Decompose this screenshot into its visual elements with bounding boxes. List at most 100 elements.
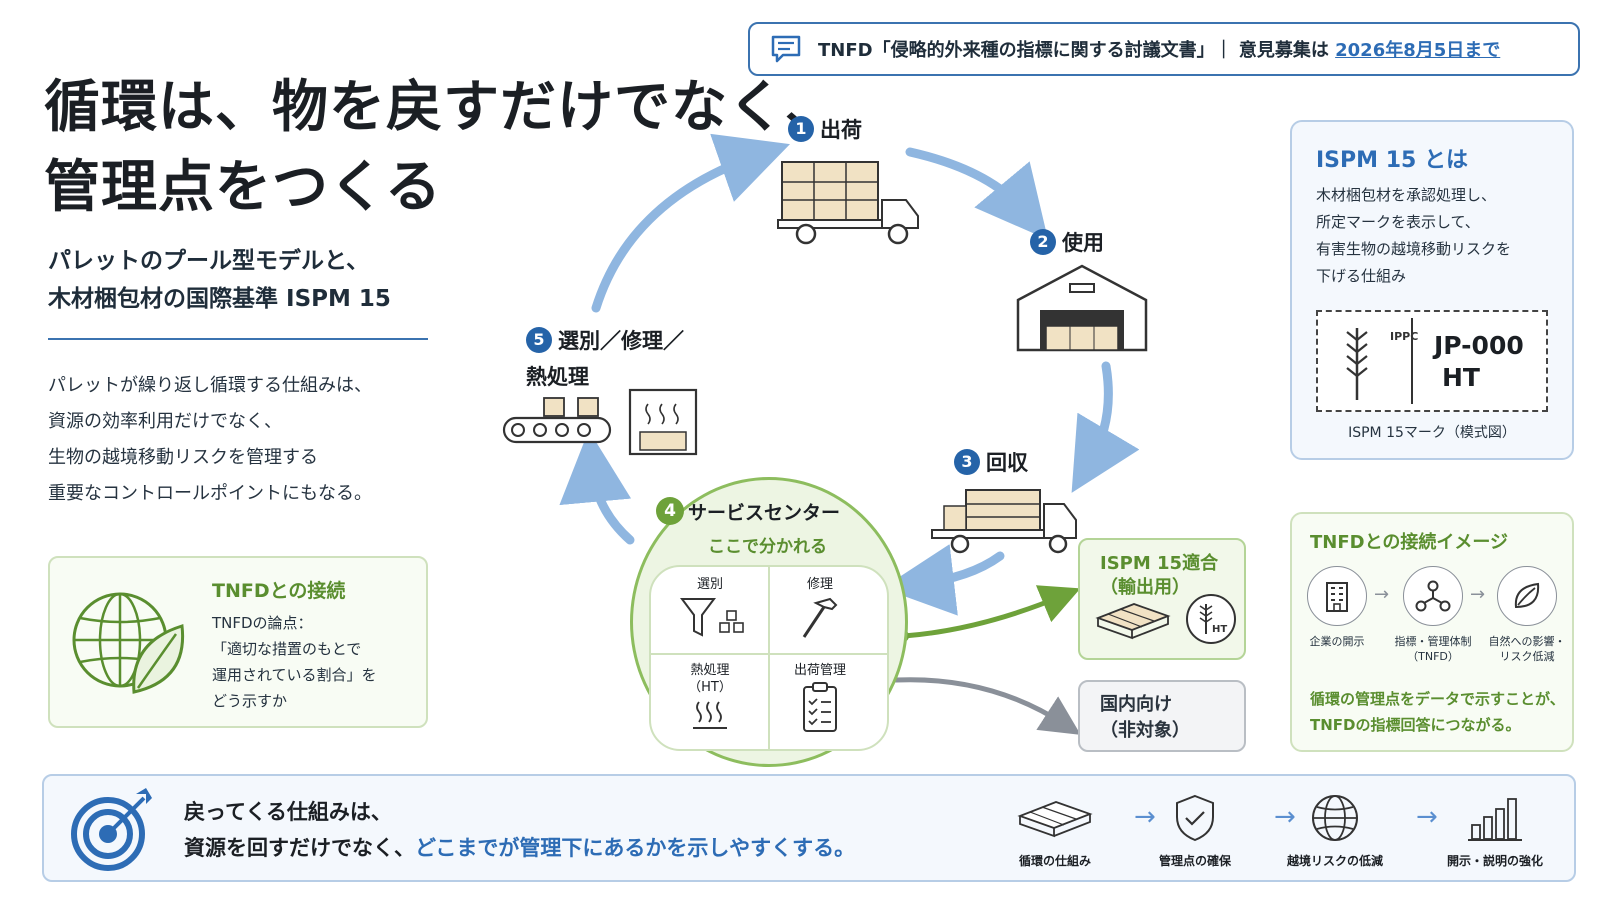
collection-truck-icon [931, 489, 1077, 554]
banner-arrow: → [1416, 802, 1438, 832]
mark-caption: ISPM 15マーク（模式図） [1348, 425, 1516, 441]
leaf-icon [1514, 582, 1540, 609]
banner-item-risk-reduction: 越境リスクの低減 [1270, 792, 1400, 869]
subtitle: パレットのプール型モデルと、 木材梱包材の国際基準 ISPM 15 [48, 242, 391, 318]
banner-item-label: 開示・説明の強化 [1446, 854, 1543, 868]
wheat-icon [1346, 328, 1368, 400]
target-icon [71, 788, 152, 871]
domestic-output-box: 国内向け （非対象） [1078, 680, 1246, 752]
export-output-box: ISPM 15適合 （輸出用） HT [1078, 538, 1246, 660]
step-label: 選別／修理／ [558, 329, 684, 353]
conveyor-icon [502, 397, 612, 444]
step-number: 4 [656, 497, 684, 525]
globe-leaf-icon [72, 592, 185, 694]
flow-item-nature: 自然への影響・ リスク低減 [1482, 566, 1572, 664]
cell-label: 修理 [806, 577, 833, 592]
ispm15-heading: ISPM 15 とは [1316, 148, 1468, 173]
tnfd-image-panel: TNFDとの接続イメージ 企業の開示 → 指標・管理体制 （TNFD） → 自然… [1290, 512, 1574, 752]
arrow-center-to-export [901, 585, 1081, 639]
banner-item-control-point: 管理点の確保 [1130, 792, 1260, 869]
tnfd-connection-heading: TNFDとの接続 [212, 580, 346, 602]
flow-arrow: → [1374, 584, 1390, 605]
banner-line1: 戻ってくる仕組みは、 [184, 800, 392, 824]
arrow-collect-to-center [882, 544, 1005, 616]
domestic-label-line1: 国内向け [1100, 694, 1172, 715]
cell-label: 出荷管理 [793, 663, 846, 678]
banner-item-label: 循環の仕組み [1018, 854, 1091, 868]
tnfd-image-note: 循環の管理点をデータで示すことが、 TNFDの指標回答につながる。 [1310, 686, 1565, 738]
flow-item-metrics: 指標・管理体制 （TNFD） [1388, 566, 1478, 664]
notice-deadline-link[interactable]: 2026年8月5日まで [1335, 40, 1501, 61]
truck-icon [777, 161, 919, 245]
step-label: サービスセンター [688, 501, 841, 524]
step-number: 5 [526, 327, 552, 353]
tnfd-connection-box: TNFDとの接続 TNFDの論点： 「適切な措置のもとで 運用されている割合」を… [48, 556, 428, 728]
banner-arrow: → [1274, 802, 1296, 832]
headline-line1: 循環は、物を戻すだけでなく、 [44, 75, 842, 140]
step-number: 1 [788, 116, 814, 142]
arrow-use-to-collect [1071, 361, 1140, 493]
hammer-icon [802, 597, 838, 638]
svg-text:HT: HT [1212, 624, 1227, 635]
tnfd-image-heading: TNFDとの接続イメージ [1310, 532, 1509, 553]
mark-code-line2: HT [1442, 363, 1480, 392]
ispm15-line: 木材梱包材を承認処理し、 [1316, 186, 1497, 204]
tnfd-connection-line: TNFDの論点： [212, 614, 313, 632]
headline-line2: 管理点をつくる [44, 155, 442, 220]
bar-chart-icon [1468, 798, 1522, 841]
domestic-label-line2: （非対象） [1100, 720, 1190, 741]
export-label-line1: ISPM 15適合 [1100, 553, 1219, 574]
step-number: 2 [1030, 229, 1056, 255]
tnfd-connection-line: どう示すか [212, 692, 288, 710]
arrow-center-to-sort [559, 430, 635, 545]
arrow-ship-to-use [905, 147, 1049, 240]
step-label: 回収 [986, 451, 1028, 475]
heat-icon [693, 701, 727, 729]
note-line1: 循環の管理点をデータで示すことが、 [1310, 690, 1565, 708]
arrow-sort-to-ship [591, 133, 790, 313]
heat-treatment-chamber-icon [628, 388, 698, 456]
pallet-icon [1017, 801, 1093, 838]
service-cell-shipping-control: 出荷管理 [764, 658, 876, 748]
step-label-line2: 熱処理 [526, 365, 589, 389]
service-grid-lines [649, 565, 889, 751]
notice-text: TNFD「侵略的外来種の指標に関する討議文書」｜ 意見募集は [818, 40, 1336, 61]
export-label-line2: （輸出用） [1100, 577, 1190, 598]
divider [48, 338, 428, 340]
consultation-notice[interactable]: TNFD「侵略的外来種の指標に関する討議文書」｜ 意見募集は 2026年8月5日… [748, 22, 1580, 76]
service-center-subtitle: ここで分かれる [708, 537, 827, 557]
subtitle-line2: 木材梱包材の国際基準 ISPM 15 [48, 286, 391, 312]
pallet-icon [1095, 603, 1171, 640]
network-icon [1415, 580, 1451, 612]
ispm15-mark: IPPC JP-000 HT [1316, 310, 1548, 412]
comment-icon [771, 35, 801, 63]
ispm15-line: 下げる仕組み [1316, 267, 1407, 285]
flow-label-line2: （TNFD） [1407, 650, 1459, 663]
summary-banner: 戻ってくる仕組みは、 資源を回すだけでなく、どこまでが管理下にあるかを示しやすく… [42, 774, 1576, 882]
filter-icon [680, 598, 744, 637]
intro-line: 生物の越境移動リスクを管理する [48, 447, 318, 468]
ispm15-line: 有害生物の越境移動リスクを [1316, 240, 1512, 258]
cell-label-line2: （HT） [688, 680, 732, 695]
banner-item-disclosure: 開示・説明の強化 [1430, 792, 1560, 869]
ispm15-line: 所定マークを表示して、 [1316, 213, 1480, 231]
intro-text: パレットが繰り返し循環する仕組みは、 資源の効率利用だけでなく、 生物の越境移動… [48, 368, 372, 512]
arrow-center-to-domestic [893, 677, 1081, 735]
note-line2: TNFDの指標回答につながる。 [1310, 716, 1521, 734]
warehouse-icon [1016, 264, 1148, 352]
banner-item-label: 越境リスクの低減 [1286, 854, 1383, 868]
flow-arrow: → [1470, 584, 1486, 605]
flow-label: 指標・管理体制 [1394, 635, 1472, 648]
tnfd-connection-line: 「適切な措置のもとで [212, 640, 362, 658]
building-icon [1326, 582, 1348, 612]
intro-line: 重要なコントロールポイントにもなる。 [48, 483, 372, 504]
service-cell-heat: 熱処理 （HT） [654, 658, 766, 748]
banner-line2: 資源を回すだけでなく、どこまでが管理下にあるかを示しやすくする。 [184, 832, 855, 862]
ispm15-panel: ISPM 15 とは 木材梱包材を承認処理し、 所定マークを表示して、 有害生物… [1290, 120, 1574, 460]
banner-item-label: 管理点の確保 [1158, 854, 1231, 868]
